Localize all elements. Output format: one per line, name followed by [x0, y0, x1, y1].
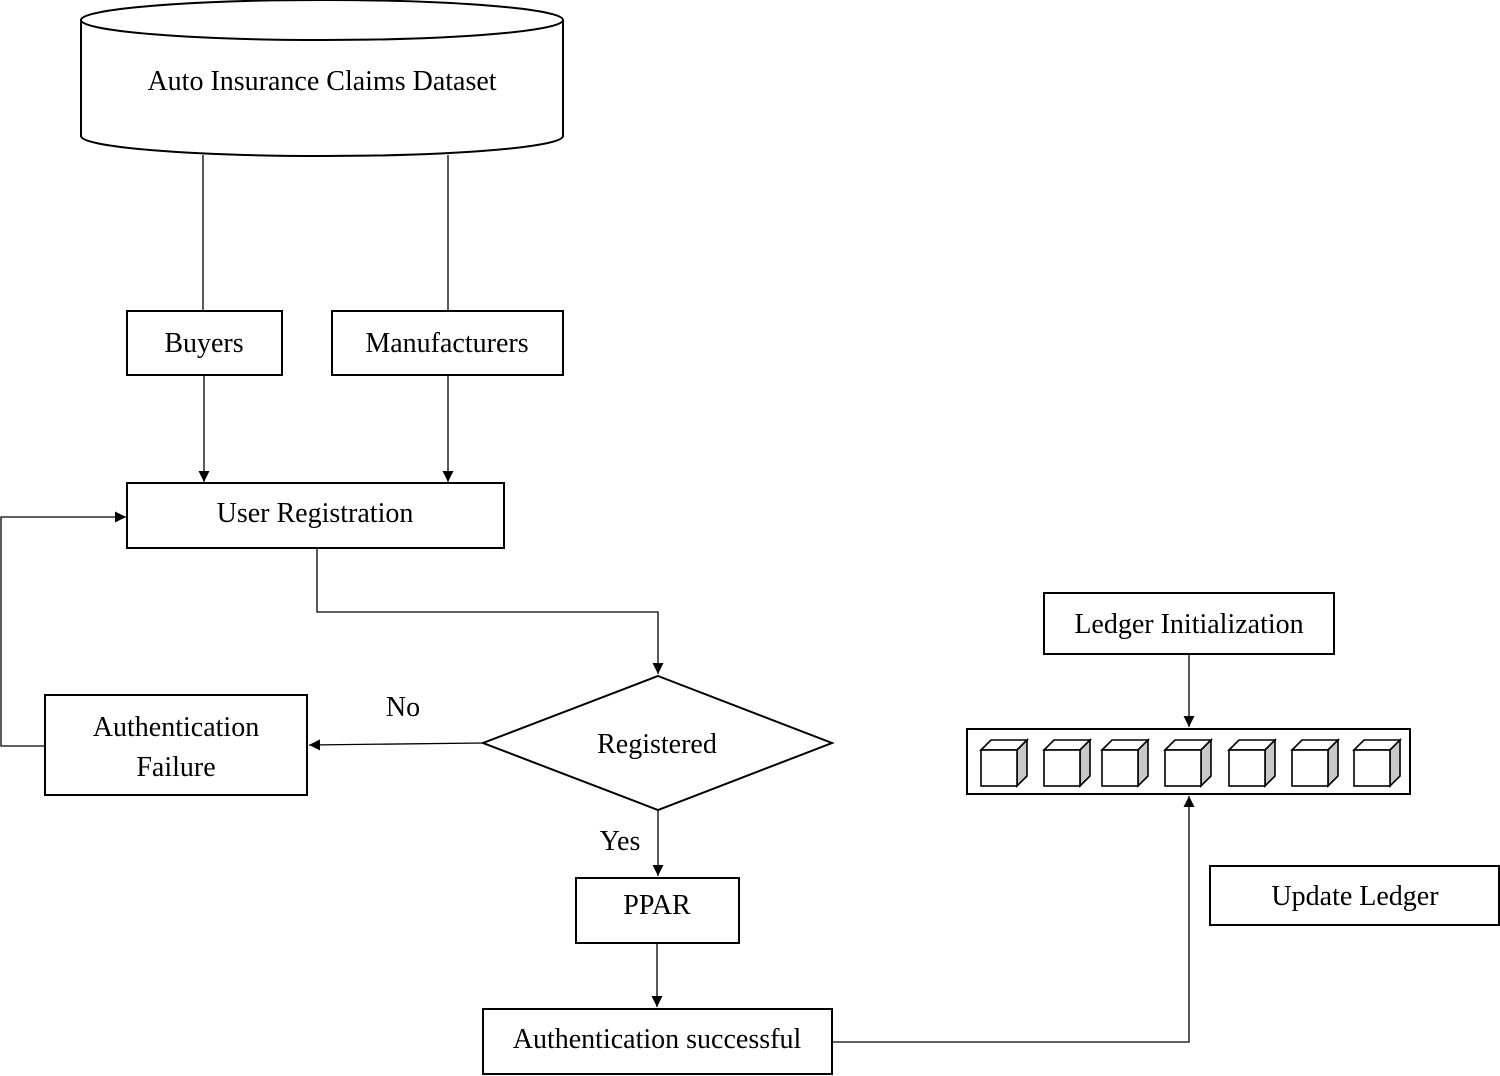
auth-failure-box: Authentication Failure	[44, 694, 308, 796]
ledger-block-icon	[1042, 738, 1092, 788]
ledger-chain	[966, 728, 1411, 795]
user-registration-box: User Registration	[126, 482, 505, 549]
ledger-block-icon	[1100, 738, 1150, 788]
manufacturers-label: Manufacturers	[365, 328, 528, 359]
ledger-block-icon	[979, 738, 1029, 788]
no-label: No	[386, 692, 420, 723]
ledger-block-icon	[1227, 738, 1277, 788]
auth-success-box: Authentication successful	[482, 1008, 833, 1075]
dataset-cylinder: Auto Insurance Claims Dataset	[80, 0, 564, 157]
ppar-label: PPAR	[623, 890, 691, 921]
manufacturers-box: Manufacturers	[331, 310, 564, 376]
update-ledger-box: Update Ledger	[1209, 865, 1500, 926]
ledger-init-box: Ledger Initialization	[1043, 592, 1335, 655]
registered-label: Registered	[597, 729, 717, 760]
arrow-failure-loop	[0, 511, 126, 747]
arrow-no-branch	[308, 739, 484, 751]
ledger-blocks	[979, 738, 1402, 788]
registered-decision: Registered	[480, 674, 835, 812]
buyers-label: Buyers	[164, 328, 243, 359]
auth-failure-label-line2: Failure	[136, 752, 215, 783]
arrow-success-ledger	[832, 796, 1195, 1043]
user-registration-label: User Registration	[217, 498, 414, 529]
ledger-block-icon	[1163, 738, 1213, 788]
dataset-label: Auto Insurance Claims Dataset	[147, 66, 496, 97]
update-ledger-label: Update Ledger	[1271, 881, 1439, 912]
buyers-box: Buyers	[126, 310, 283, 376]
auth-success-label: Authentication successful	[513, 1024, 802, 1055]
ppar-box: PPAR	[575, 877, 740, 944]
auth-failure-label-line1: Authentication	[93, 712, 259, 743]
arrow-registration-decision	[316, 548, 664, 674]
yes-label: Yes	[600, 826, 641, 857]
ledger-block-icon	[1352, 738, 1402, 788]
ledger-init-label: Ledger Initialization	[1074, 609, 1303, 640]
ledger-block-icon	[1290, 738, 1340, 788]
